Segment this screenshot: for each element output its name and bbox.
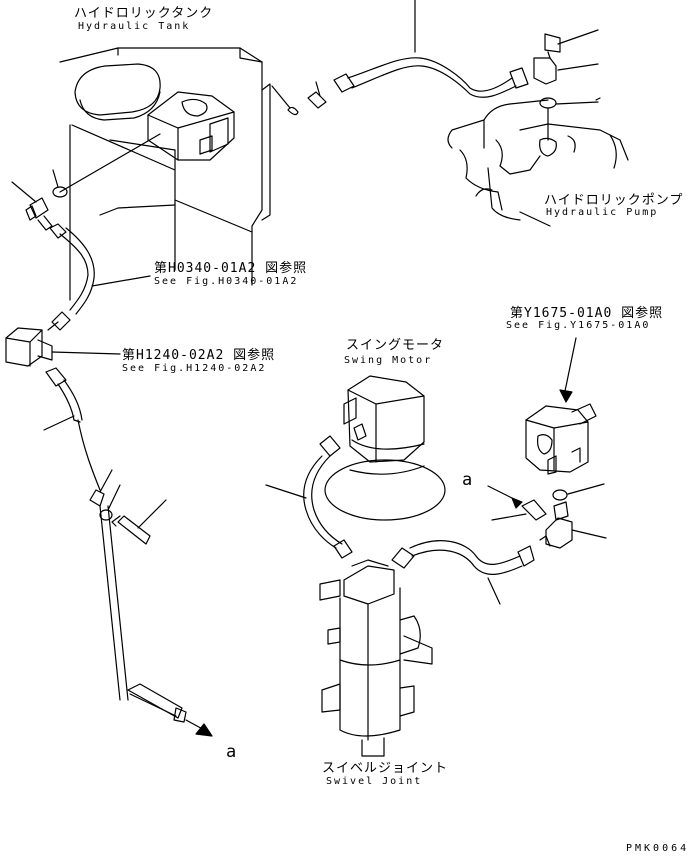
hose-motor-to-swivel — [265, 435, 353, 559]
swing-motor-label-jp: スイングモータ — [346, 338, 445, 353]
hydraulic-pump — [447, 99, 629, 227]
tank-label-en: Hydraulic Tank — [78, 21, 191, 32]
ref1-label-en: See Fig.H0340-01A2 — [154, 276, 299, 287]
leader-lines — [595, 97, 601, 101]
connection-mark-a-lower: a — [226, 742, 237, 762]
valve-block-right — [487, 337, 607, 549]
ref1-label-jp: 第H0340-01A2 図参照 — [154, 261, 308, 276]
pump-supply-line — [271, 0, 599, 141]
hydraulic-tank — [59, 47, 271, 301]
pump-label-en: Hydraulic Pump — [546, 207, 659, 218]
ref2-label-jp: 第H1240-02A2 図参照 — [122, 348, 276, 363]
ref2-label-en: See Fig.H1240-02A2 — [122, 363, 267, 374]
clamp-and-bolt — [99, 484, 167, 545]
valve-block-left — [5, 327, 121, 367]
tank-label-jp: ハイドロリックタンク — [74, 6, 214, 21]
ref3-label-en: See Fig.Y1675-01A0 — [506, 320, 651, 331]
drawing-code: PMK0064 — [626, 843, 690, 854]
hose-tank-to-valve — [47, 223, 151, 331]
swivel-joint-label-jp: スイベルジョイント — [322, 761, 449, 776]
hose-swivel-to-valve — [391, 540, 535, 605]
pump-label-jp: ハイドロリックポンプ — [544, 193, 684, 208]
swivel-joint — [319, 559, 433, 757]
tank-fittings — [11, 133, 161, 231]
swing-motor — [324, 375, 446, 521]
swing-motor-label-en: Swing Motor — [344, 355, 433, 366]
hose-valve-downward — [43, 367, 129, 701]
hose-end-lower — [127, 683, 213, 737]
swivel-joint-label-en: Swivel Joint — [326, 776, 423, 787]
ref3-label-jp: 第Y1675-01A0 図参照 — [510, 306, 664, 321]
connection-mark-a-upper: a — [462, 470, 473, 490]
